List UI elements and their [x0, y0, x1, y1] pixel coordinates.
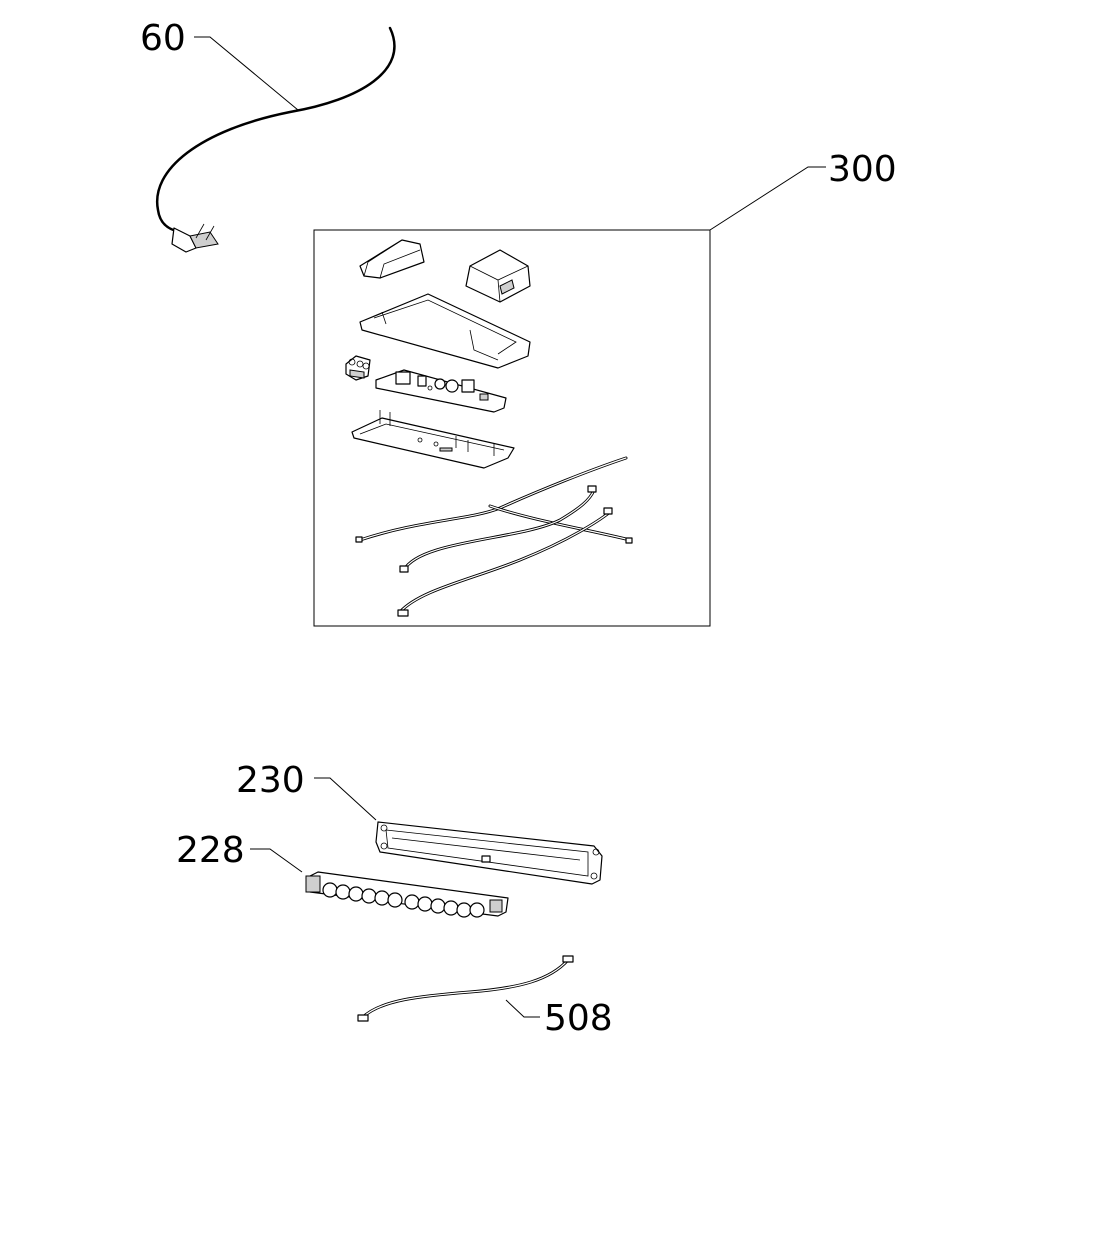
large-cover-part — [465, 249, 531, 303]
callout-60: 60 — [140, 18, 299, 111]
leader-line-228 — [250, 848, 303, 873]
callout-508: 508 — [505, 998, 613, 1039]
terminal-block-part — [345, 355, 371, 381]
plug-icon — [171, 223, 219, 253]
panel-frame-part — [375, 821, 603, 885]
connection-wire-part — [357, 955, 574, 1022]
leader-line-60 — [194, 36, 299, 111]
callout-label-60: 60 — [140, 18, 186, 59]
push-buttons — [322, 882, 485, 918]
power-cord-part — [155, 26, 396, 253]
circuit-board-part — [375, 369, 507, 413]
callout-230: 230 — [236, 760, 377, 821]
small-cover-part — [359, 239, 425, 279]
callout-label-508: 508 — [544, 998, 613, 1039]
module-frame — [313, 229, 711, 627]
leader-line-230 — [314, 777, 377, 821]
leader-line-300 — [709, 166, 826, 231]
callout-label-300: 300 — [828, 149, 897, 190]
leader-line-508 — [505, 999, 540, 1018]
callout-228: 228 — [176, 830, 303, 873]
callout-300: 300 — [709, 149, 897, 231]
callout-label-228: 228 — [176, 830, 245, 871]
control-module-group — [313, 229, 711, 627]
base-plate-part — [351, 410, 515, 469]
housing-tray-part — [359, 293, 531, 369]
callout-label-230: 230 — [236, 760, 305, 801]
wire-harness-part — [355, 456, 633, 617]
button-board-part — [305, 871, 509, 918]
